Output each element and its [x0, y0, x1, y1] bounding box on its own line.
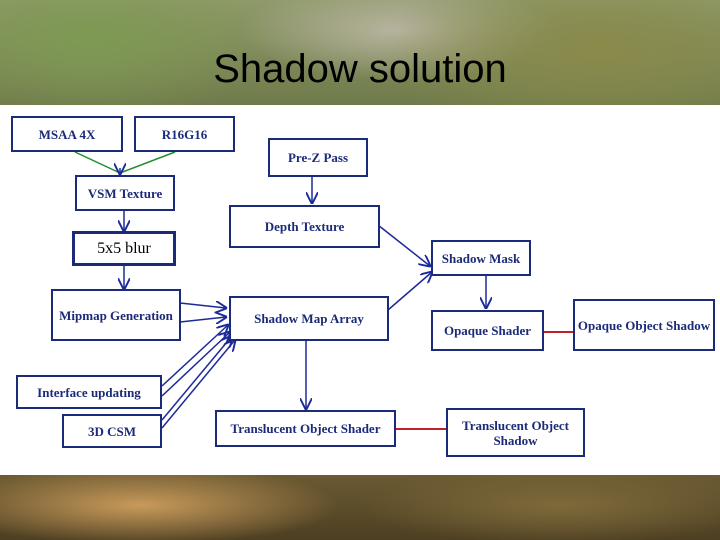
node-translucent-shadow: Translucent Object Shadow: [446, 408, 585, 457]
arrow-mipmap-sma-1: [179, 303, 226, 308]
node-shadow-map-array: Shadow Map Array: [229, 296, 389, 341]
node-opaque-shader: Opaque Shader: [431, 310, 544, 351]
arrow-csm-sma-2: [161, 340, 235, 429]
arrow-sma-mask: [387, 272, 432, 311]
node-msaa: MSAA 4X: [11, 116, 123, 152]
link-msaa-vsm: [74, 151, 121, 174]
node-r16g16: R16G16: [134, 116, 235, 152]
background-ground: [0, 475, 720, 540]
arrow-interface-sma-2: [161, 332, 230, 397]
arrow-depth-mask: [377, 224, 430, 266]
arrow-csm-sma-1: [161, 336, 232, 421]
node-translucent-shader: Translucent Object Shader: [215, 410, 396, 447]
arrow-mipmap-sma-2: [179, 317, 226, 322]
node-csm: 3D CSM: [62, 414, 162, 448]
node-vsm-texture: VSM Texture: [75, 175, 175, 211]
node-shadow-mask: Shadow Mask: [431, 240, 531, 276]
node-interface: Interface updating: [16, 375, 162, 409]
node-opaque-shadow: Opaque Object Shadow: [573, 299, 715, 351]
node-prez: Pre-Z Pass: [268, 138, 368, 177]
node-depth-texture: Depth Texture: [229, 205, 380, 248]
node-blur: 5x5 blur: [72, 231, 176, 266]
slide-title: Shadow solution: [213, 47, 507, 91]
arrow-interface-sma-1: [161, 325, 228, 387]
link-r16g16-vsm: [119, 151, 176, 174]
node-mipmap: Mipmap Generation: [51, 289, 181, 341]
